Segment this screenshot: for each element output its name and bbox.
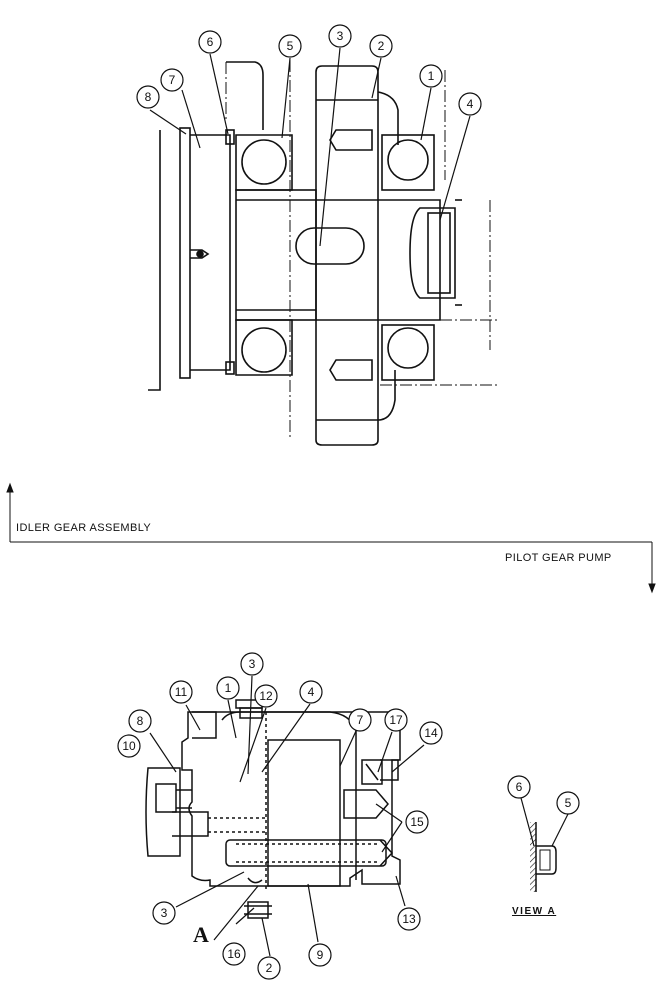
view-a-callout-6: 6 bbox=[516, 780, 523, 794]
pilot-pump-drawing bbox=[145, 699, 401, 919]
pump-callout-15: 15 bbox=[410, 815, 424, 829]
idler-callout-8: 8 bbox=[145, 90, 152, 104]
idler-callouts: 1 2 3 4 5 6 7 8 bbox=[136, 24, 482, 247]
pump-callout-3-bottom: 3 bbox=[161, 906, 168, 920]
pump-callout-10: 10 bbox=[122, 739, 136, 753]
section-divider bbox=[6, 482, 656, 594]
pilot-pump-title: PILOT GEAR PUMP bbox=[505, 552, 612, 564]
view-a-marker: A bbox=[193, 922, 210, 947]
idler-callout-6: 6 bbox=[207, 35, 214, 49]
idler-callout-4: 4 bbox=[467, 97, 474, 111]
pump-callout-13: 13 bbox=[402, 912, 416, 926]
pump-callout-11: 11 bbox=[175, 685, 188, 699]
pump-callout-8: 8 bbox=[137, 714, 144, 728]
pump-callouts: 1 2 3 3 4 7 8 9 10 11 12 13 14 15 16 17 bbox=[117, 652, 443, 980]
pump-callout-1: 1 bbox=[225, 681, 232, 695]
pump-callout-7: 7 bbox=[357, 713, 364, 727]
pump-callout-17: 17 bbox=[389, 713, 403, 727]
pump-callout-9: 9 bbox=[317, 948, 324, 962]
pump-callout-3-top: 3 bbox=[249, 657, 256, 671]
idler-gear-title: IDLER GEAR ASSEMBLY bbox=[16, 522, 152, 534]
view-a-label: VIEW A bbox=[512, 906, 557, 917]
pump-callout-4: 4 bbox=[308, 685, 315, 699]
idler-callout-1: 1 bbox=[428, 69, 435, 83]
pump-callout-12: 12 bbox=[259, 689, 273, 703]
idler-callout-5: 5 bbox=[287, 39, 294, 53]
pump-callout-14: 14 bbox=[424, 726, 438, 740]
idler-callout-2: 2 bbox=[378, 39, 385, 53]
view-a-detail: 6 5 bbox=[507, 775, 580, 892]
idler-callout-3: 3 bbox=[337, 29, 344, 43]
idler-gear-drawing bbox=[148, 60, 500, 446]
pump-callout-16: 16 bbox=[227, 947, 241, 961]
idler-callout-7: 7 bbox=[169, 73, 176, 87]
view-a-callout-5: 5 bbox=[565, 796, 572, 810]
pump-callout-2: 2 bbox=[266, 961, 273, 975]
